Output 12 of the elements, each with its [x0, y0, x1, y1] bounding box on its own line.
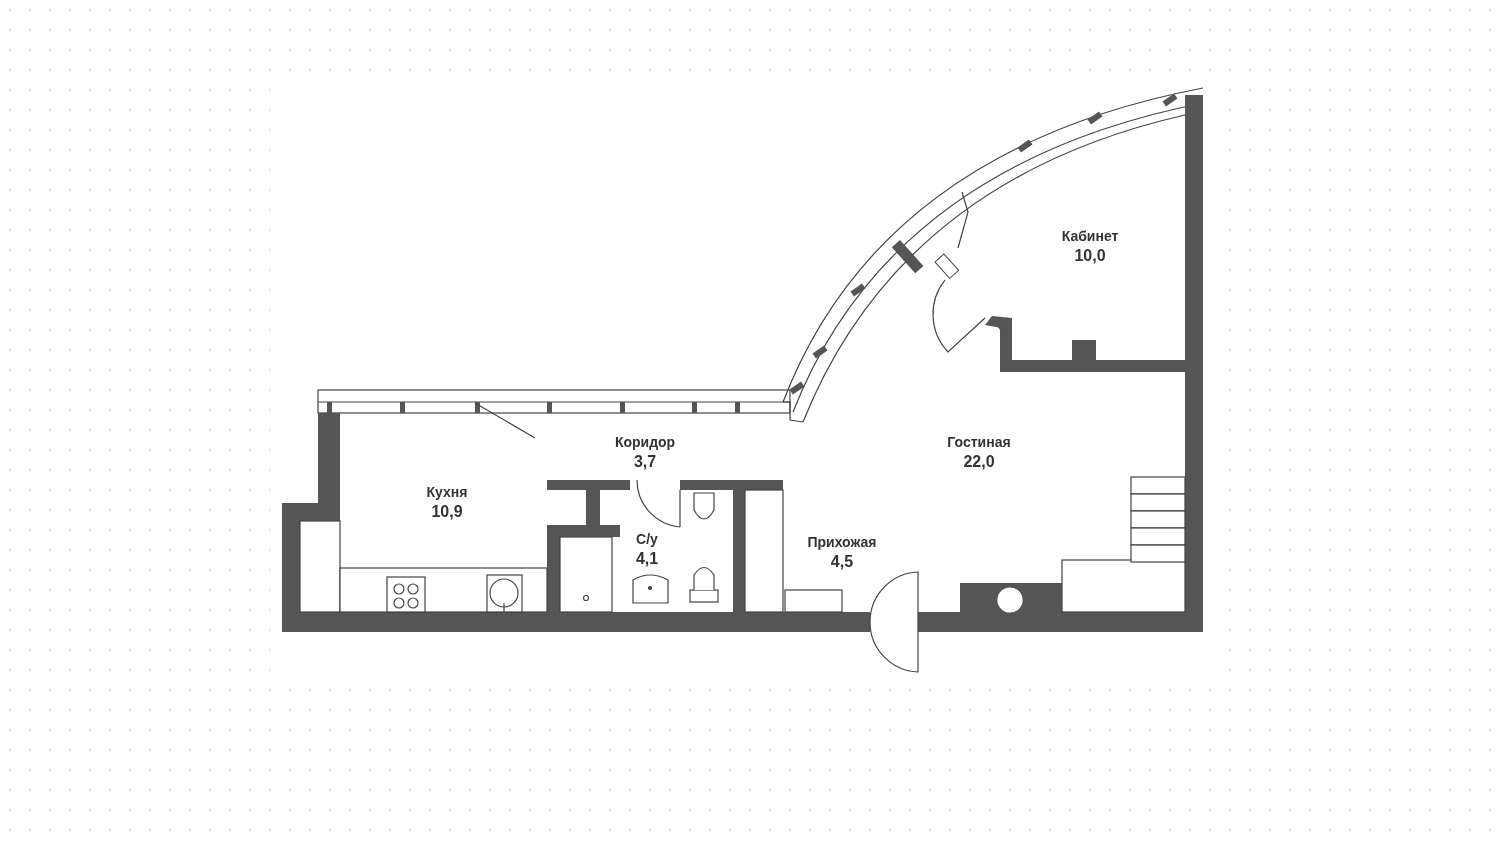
room-area: 10,0	[1061, 245, 1119, 267]
room-name: Гостиная	[947, 433, 1011, 451]
room-area: 10,9	[426, 501, 468, 523]
room-name: Кухня	[426, 483, 468, 501]
room-name: С/у	[635, 530, 659, 548]
room-area: 3,7	[614, 451, 676, 473]
room-area: 4,1	[635, 548, 659, 570]
room-area: 22,0	[947, 451, 1011, 473]
room-area: 4,5	[807, 551, 877, 573]
room-name: Прихожая	[807, 533, 877, 551]
room-name: Кабинет	[1061, 227, 1119, 245]
room-name: Коридор	[614, 433, 676, 451]
